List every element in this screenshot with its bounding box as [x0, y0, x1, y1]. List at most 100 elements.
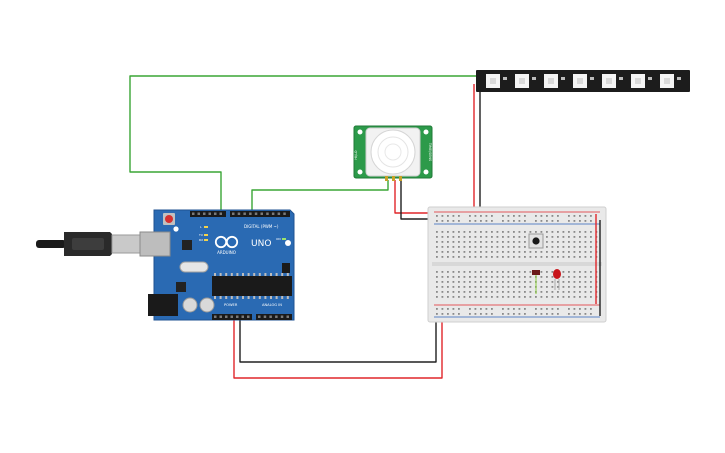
breadboard-hole [452, 291, 455, 293]
pir-pin-gnd[interactable] [399, 176, 402, 181]
breadboard-hole [480, 313, 482, 315]
breadboard-hole [562, 241, 565, 243]
breadboard-hole [535, 296, 537, 298]
breadboard-hole [529, 251, 532, 253]
led-strip-resistor [561, 77, 565, 80]
breadboard-hole [579, 236, 581, 238]
breadboard-hole [529, 291, 532, 293]
breadboard-hole [507, 271, 510, 273]
chip-leg [253, 273, 256, 276]
breadboard-hole [518, 281, 521, 283]
breadboard-hole [546, 271, 548, 273]
breadboard-hole [546, 215, 548, 217]
breadboard-hole [491, 291, 493, 293]
breadboard-hole [524, 215, 526, 217]
pir-sensor[interactable]: HI/LO TIME/SENS [353, 125, 433, 181]
breadboard-hole [441, 231, 444, 233]
digital-header-low[interactable] [190, 211, 226, 217]
breadboard-hole [480, 220, 482, 222]
breadboard-hole [573, 241, 576, 243]
breadboard-hole [535, 308, 537, 310]
breadboard-hole [447, 286, 449, 288]
breadboard-hole [590, 308, 592, 310]
breadboard-hole [441, 215, 444, 217]
breadboard-hole [469, 271, 471, 273]
wire-red-arduino-5v[interactable] [233, 316, 443, 379]
led-strip-pixel-core [490, 78, 496, 84]
breadboard-hole [507, 220, 510, 222]
breadboard[interactable] [427, 206, 607, 323]
breadboard-hole [452, 231, 455, 233]
wires [129, 75, 481, 379]
breadboard-hole [480, 251, 482, 253]
breadboard-hole [584, 220, 587, 222]
breadboard-hole [540, 271, 543, 273]
wire-green-led-strip-data[interactable] [129, 75, 480, 212]
mount-hole [173, 226, 179, 232]
pir-pin-vcc[interactable] [392, 176, 395, 181]
breadboard-hole [579, 246, 581, 248]
breadboard-hole [562, 236, 565, 238]
breadboard-hole [485, 231, 488, 233]
header-pin [277, 212, 281, 215]
breadboard-hole [485, 313, 488, 315]
breadboard-hole [458, 236, 460, 238]
reset-button[interactable] [165, 215, 173, 223]
breadboard-hole [447, 313, 449, 315]
led-strip[interactable] [476, 70, 690, 92]
breadboard-hole [491, 231, 493, 233]
mount-hole [285, 240, 291, 246]
breadboard-hole [546, 251, 548, 253]
breadboard-hole [447, 236, 449, 238]
wire-black-pir-gnd[interactable] [400, 180, 436, 220]
breadboard-hole [452, 281, 455, 283]
digital-header-high[interactable] [230, 211, 290, 217]
analog-header[interactable] [256, 314, 292, 320]
breadboard-hole [458, 308, 460, 310]
wire-green-pir-signal[interactable] [251, 180, 389, 212]
breadboard-hole [590, 236, 592, 238]
breadboard-hole [463, 236, 466, 238]
breadboard-hole [485, 251, 488, 253]
arduino-uno[interactable]: DIGITAL (PWM ~) ARDUINO UNO TX RX L ON P… [139, 209, 295, 321]
breadboard-hole [524, 313, 526, 315]
breadboard-hole [573, 251, 576, 253]
pir-pin-out[interactable] [385, 176, 388, 181]
breadboard-hole [491, 241, 493, 243]
breadboard-hole [502, 241, 504, 243]
power-jack [148, 294, 178, 316]
usb-cable[interactable] [36, 232, 153, 256]
breadboard-hole [452, 296, 455, 298]
breadboard-hole [579, 296, 581, 298]
breadboard-hole [463, 296, 466, 298]
usb-chip [182, 240, 192, 250]
wire-red-pir-vcc[interactable] [394, 180, 436, 214]
breadboard-hole [458, 256, 460, 258]
breadboard-hole [568, 308, 570, 310]
breadboard-hole [518, 251, 521, 253]
breadboard-hole [485, 276, 488, 278]
breadboard-hole [480, 236, 482, 238]
breadboard-hole [474, 271, 477, 273]
breadboard-hole [590, 231, 592, 233]
breadboard-hole [546, 236, 548, 238]
breadboard-hole [436, 246, 438, 248]
breadboard-hole [436, 271, 438, 273]
breadboard-hole [562, 271, 565, 273]
breadboard-hole [513, 256, 515, 258]
breadboard-hole [557, 281, 559, 283]
red-led[interactable] [553, 269, 561, 279]
wire-black-arduino-gnd[interactable] [239, 318, 437, 363]
breadboard-hole [502, 313, 504, 315]
breadboard-hole [518, 241, 521, 243]
breadboard-hole [491, 276, 493, 278]
breadboard-hole [485, 286, 488, 288]
pushbutton[interactable] [532, 237, 540, 245]
breadboard-hole [546, 241, 548, 243]
breadboard-hole [502, 251, 504, 253]
breadboard-hole [551, 276, 554, 278]
rx-label: RX [199, 238, 203, 242]
breadboard-hole [557, 231, 559, 233]
breadboard-hole [513, 236, 515, 238]
breadboard-hole [557, 236, 559, 238]
